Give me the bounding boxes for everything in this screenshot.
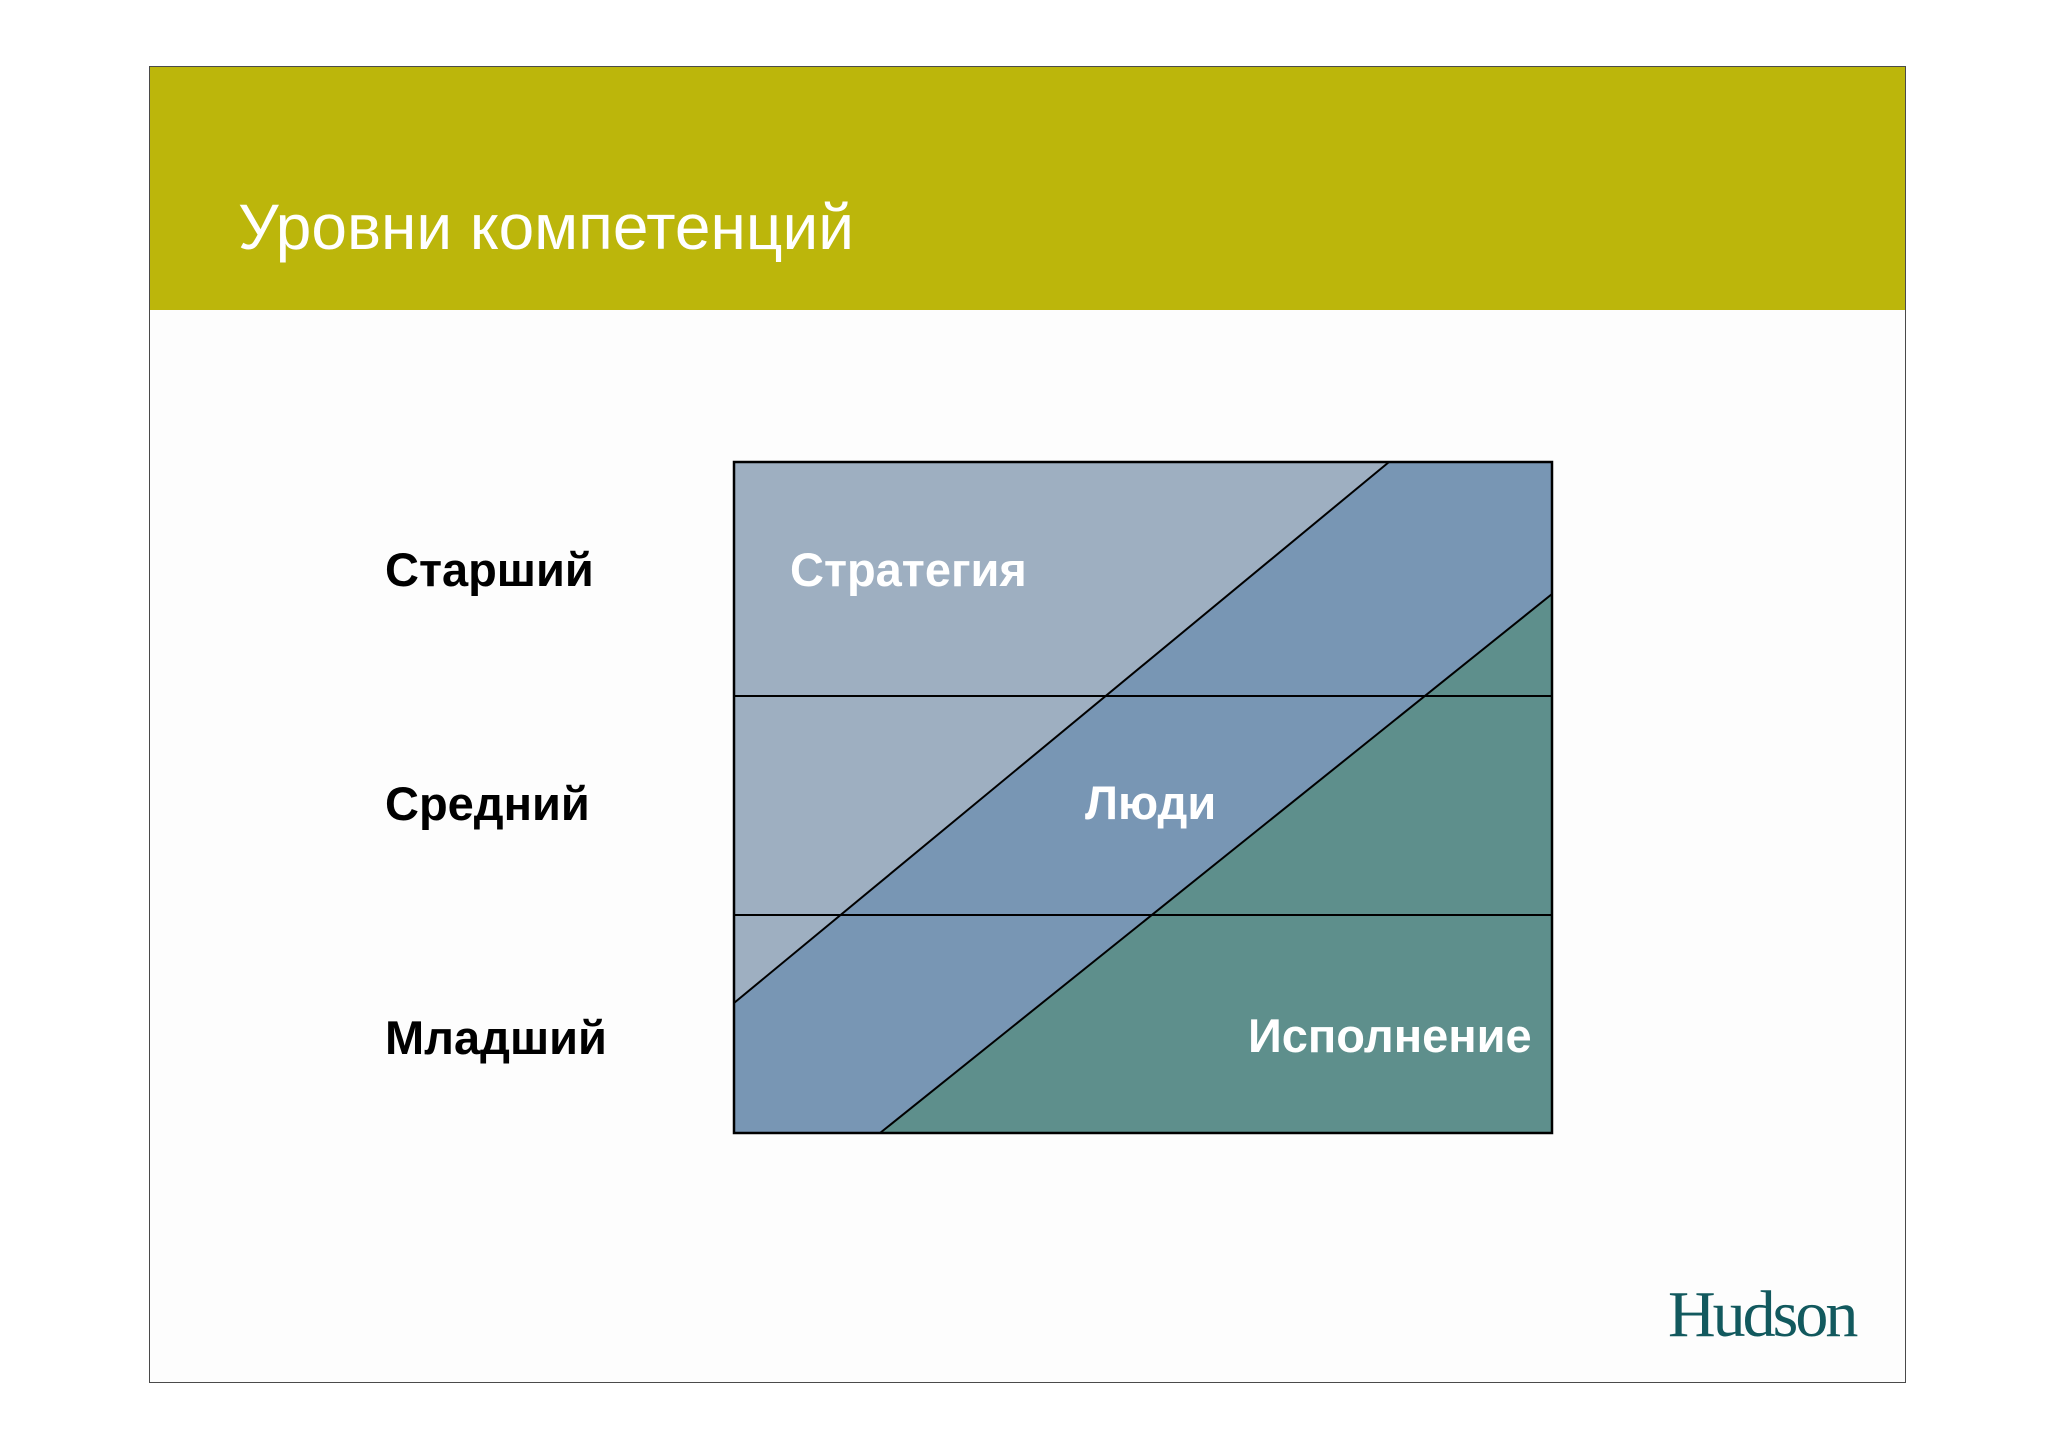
slide: Уровни компетенций bbox=[149, 66, 1906, 1383]
title-banner: Уровни компетенций bbox=[150, 67, 1905, 310]
diagonal-divider-lower bbox=[879, 593, 1553, 1134]
zone-label-people: Люди bbox=[1085, 776, 1216, 829]
level-label-junior: Младший bbox=[385, 1011, 607, 1064]
hudson-logo: Hudson bbox=[1668, 1278, 1858, 1351]
level-label-middle: Средний bbox=[385, 777, 590, 830]
level-label-senior: Старший bbox=[385, 543, 594, 596]
zone-label-execution: Исполнение bbox=[1248, 1009, 1532, 1062]
slide-title: Уровни компетенций bbox=[238, 191, 854, 263]
diagram-frame bbox=[732, 460, 1554, 1135]
people-zone bbox=[734, 462, 1552, 1133]
diagonal-divider-upper bbox=[733, 461, 1390, 1004]
zone-label-strategy: Стратегия bbox=[790, 543, 1027, 596]
